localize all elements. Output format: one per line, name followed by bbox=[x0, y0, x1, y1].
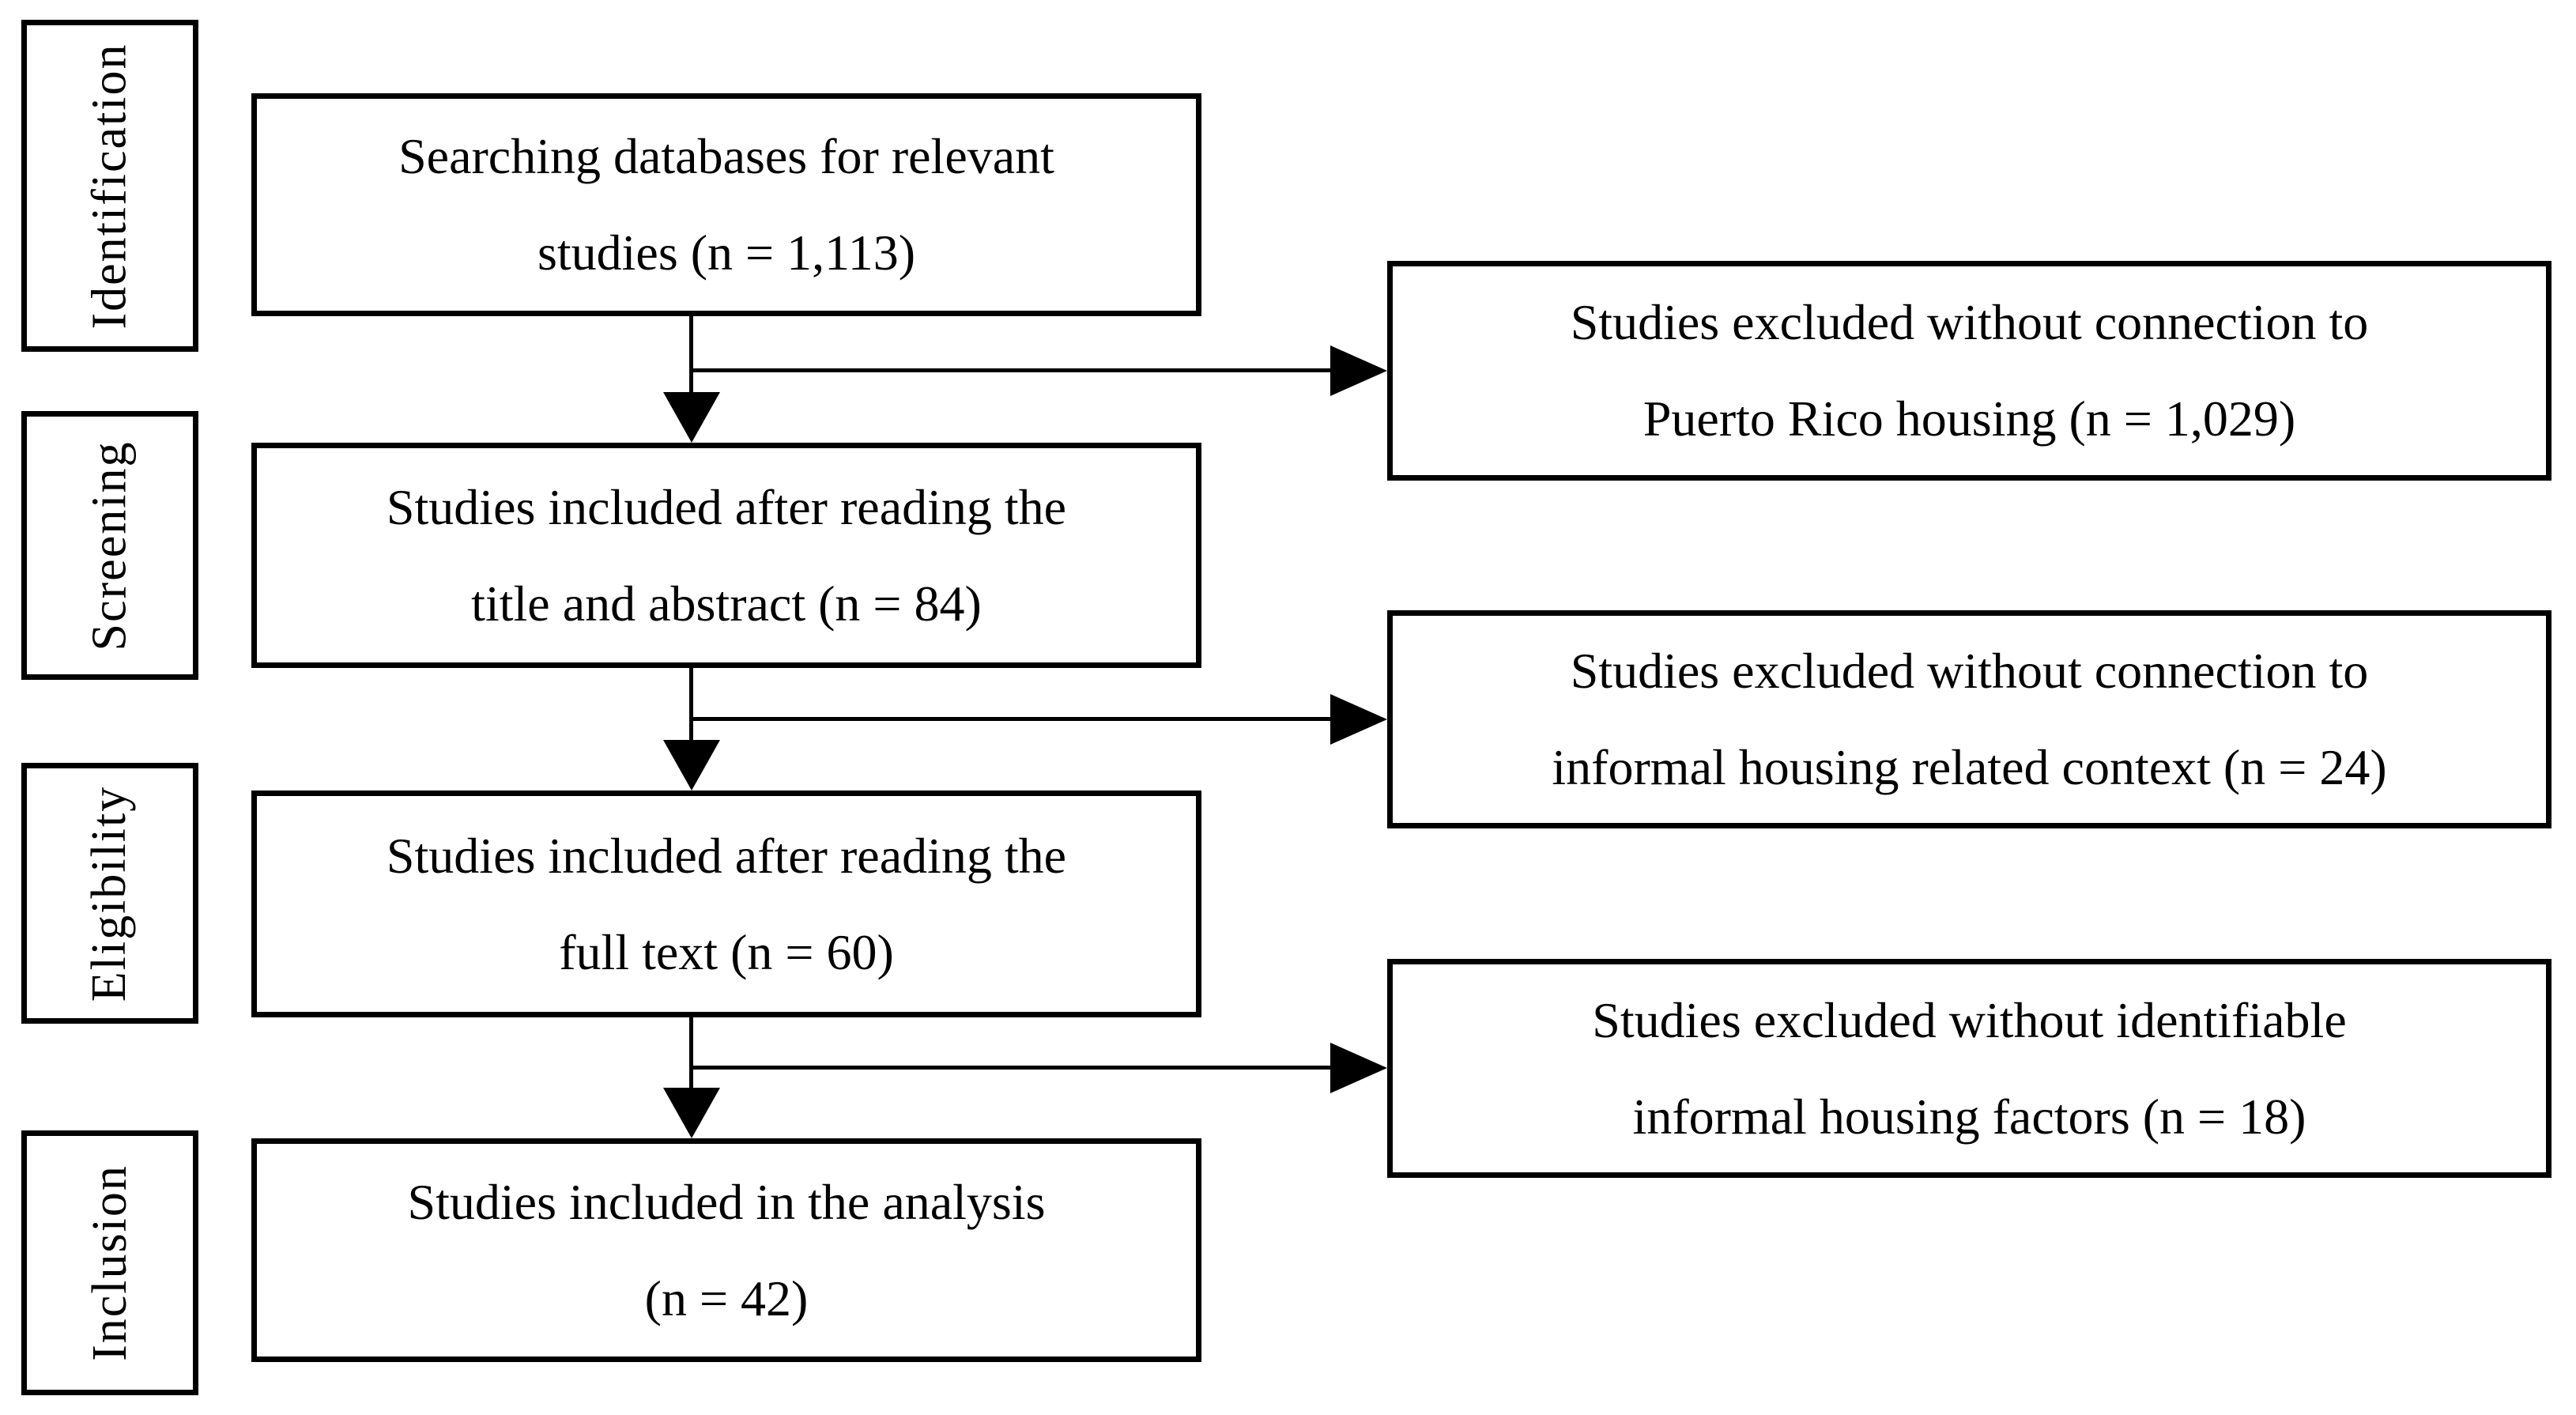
stage-label-inclusion: Inclusion bbox=[82, 1164, 137, 1361]
stage-box-eligibility: Eligibility bbox=[21, 763, 198, 1024]
exclusion-box-text-line: Studies excluded without identifiable bbox=[1592, 991, 2347, 1048]
connector-horizontal-2 bbox=[692, 717, 1333, 721]
exclusion-box-informal-housing-context: Studies excluded without connection to i… bbox=[1387, 610, 2551, 828]
stage-label-identification: Identification bbox=[82, 43, 137, 329]
exclusion-box-text-line: Studies excluded without connection to bbox=[1570, 294, 2369, 351]
connector-vertical-3 bbox=[689, 1017, 693, 1092]
flow-box-text-line: title and abstract (n = 84) bbox=[471, 575, 982, 632]
flow-box-full-text: Studies included after reading the full … bbox=[251, 791, 1201, 1017]
flow-box-text-line: Searching databases for relevant bbox=[398, 128, 1054, 185]
arrowhead-down-1-icon bbox=[663, 392, 720, 443]
exclusion-box-text-line: informal housing factors (n = 18) bbox=[1632, 1088, 2306, 1145]
flow-box-text-line: Studies included after reading the bbox=[386, 478, 1067, 535]
connector-horizontal-1 bbox=[692, 368, 1333, 372]
stage-box-inclusion: Inclusion bbox=[21, 1130, 198, 1395]
flow-box-text-line: Studies included in the analysis bbox=[407, 1173, 1046, 1230]
arrowhead-right-2-icon bbox=[1330, 694, 1387, 745]
stage-box-identification: Identification bbox=[21, 20, 198, 352]
exclusion-box-text-line: informal housing related context (n = 24… bbox=[1552, 739, 2387, 795]
exclusion-box-text-line: Studies excluded without connection to bbox=[1570, 643, 2369, 700]
flow-box-text-line: (n = 42) bbox=[644, 1270, 809, 1326]
flow-box-text-line: Studies included after reading the bbox=[386, 827, 1067, 884]
arrowhead-right-3-icon bbox=[1330, 1043, 1387, 1093]
stage-label-screening: Screening bbox=[82, 440, 137, 651]
exclusion-box-puerto-rico-housing: Studies excluded without connection to P… bbox=[1387, 261, 2551, 481]
arrowhead-right-1-icon bbox=[1330, 345, 1387, 396]
connector-horizontal-3 bbox=[692, 1066, 1333, 1070]
exclusion-box-text-line: Puerto Rico housing (n = 1,029) bbox=[1643, 391, 2296, 447]
flow-box-text-line: full text (n = 60) bbox=[559, 923, 894, 980]
connector-vertical-2 bbox=[689, 668, 693, 745]
arrowhead-down-3-icon bbox=[663, 1088, 720, 1138]
flow-box-searching-databases: Searching databases for relevant studies… bbox=[251, 93, 1201, 316]
flow-box-text-line: studies (n = 1,113) bbox=[537, 225, 916, 281]
stage-label-eligibility: Eligibility bbox=[82, 785, 137, 1002]
flow-box-title-abstract: Studies included after reading the title… bbox=[251, 443, 1201, 668]
flow-box-included-analysis: Studies included in the analysis (n = 42… bbox=[251, 1138, 1201, 1362]
arrowhead-down-2-icon bbox=[663, 740, 720, 791]
exclusion-box-informal-housing-factors: Studies excluded without identifiable in… bbox=[1387, 959, 2551, 1178]
connector-vertical-1 bbox=[689, 316, 693, 397]
stage-box-screening: Screening bbox=[21, 411, 198, 680]
